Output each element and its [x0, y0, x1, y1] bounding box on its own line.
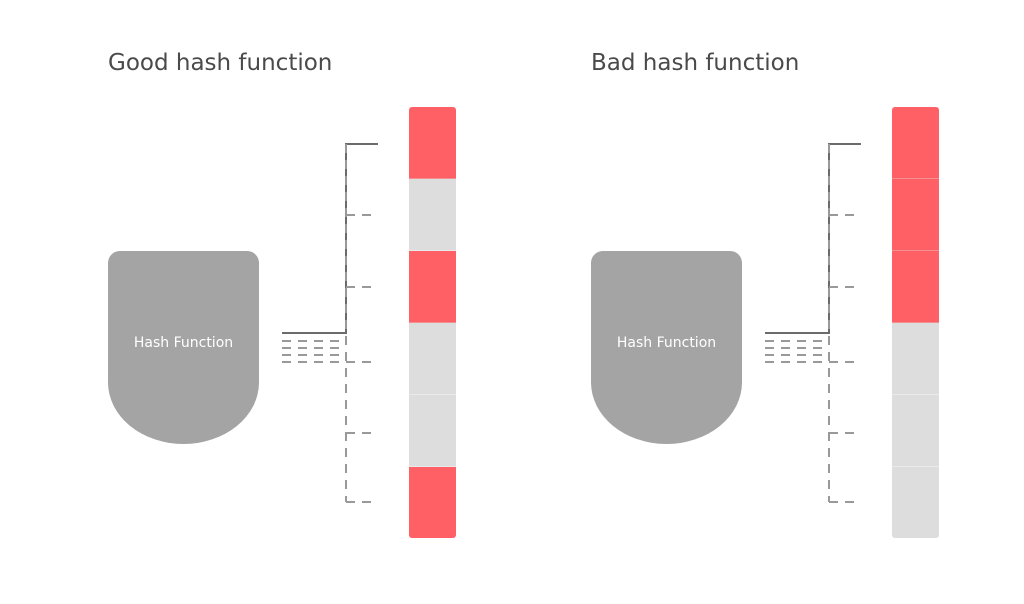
- good-dashed-wires: [282, 144, 378, 503]
- good-wires: [282, 143, 378, 503]
- bad-bucket-column: [892, 107, 939, 538]
- bad-dashed-wires: [765, 144, 861, 503]
- bad-bucket-5: [892, 395, 939, 467]
- bad-solid-wire: [765, 143, 861, 334]
- good-bucket-6: [409, 467, 456, 538]
- bad-bucket-6: [892, 467, 939, 538]
- good-hash-function-label: Hash Function: [133, 334, 234, 351]
- bad-hash-function-box: Hash Function: [591, 251, 742, 444]
- bad-bucket-4: [892, 323, 939, 395]
- good-bucket-3: [409, 251, 456, 323]
- good-hash-function-box: Hash Function: [108, 251, 259, 444]
- bad-bucket-2: [892, 179, 939, 251]
- good-hash-title: Good hash function: [108, 50, 333, 76]
- bad-hash-title: Bad hash function: [591, 50, 800, 76]
- good-bucket-4: [409, 323, 456, 395]
- good-bucket-1: [409, 107, 456, 179]
- good-bucket-2: [409, 179, 456, 251]
- good-bucket-5: [409, 395, 456, 467]
- bad-hash-function-label: Hash Function: [616, 334, 717, 351]
- good-solid-wire: [282, 143, 378, 334]
- bad-bucket-1: [892, 107, 939, 179]
- good-bucket-column: [409, 107, 456, 538]
- bad-bucket-3: [892, 251, 939, 323]
- bad-wires: [765, 143, 861, 503]
